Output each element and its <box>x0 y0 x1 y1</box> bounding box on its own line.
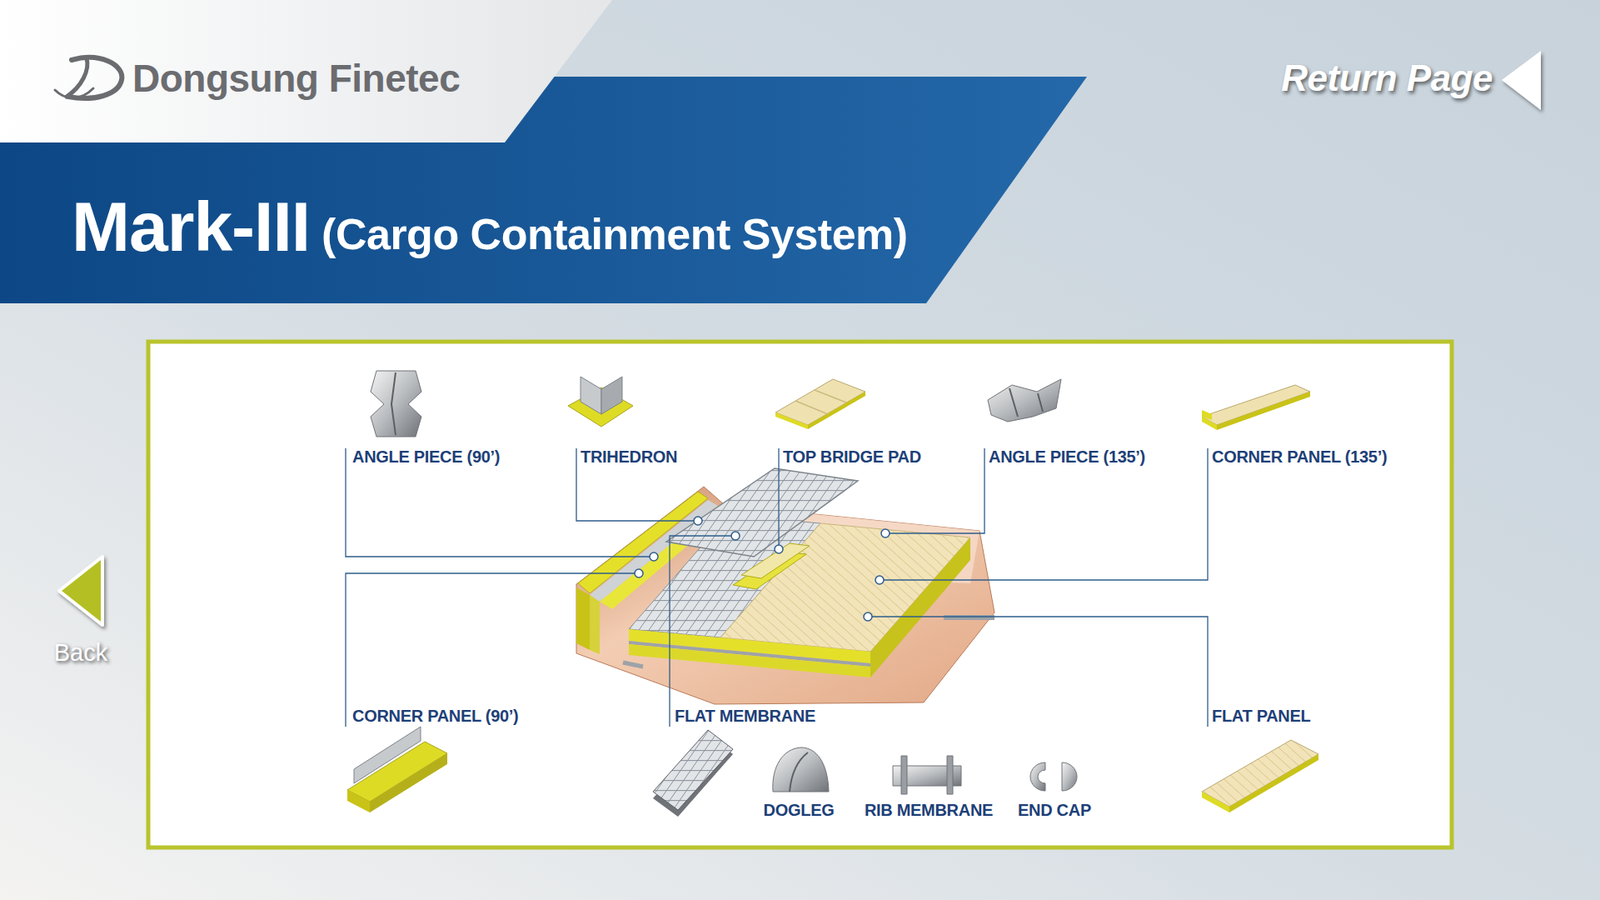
logo-mark <box>54 88 94 99</box>
logo-mark <box>68 57 122 99</box>
angle-piece-90-icon <box>370 370 422 437</box>
logo-panel <box>0 0 613 143</box>
leader-dot <box>875 575 884 584</box>
leader-dot <box>774 544 783 554</box>
logo-mark <box>54 57 122 99</box>
dogleg-icon <box>789 752 808 792</box>
top-bridge-pad-icon <box>795 389 847 414</box>
return-arrow <box>1501 50 1541 110</box>
tank-cutaway-illustration <box>628 643 871 678</box>
tank-cutaway-illustration <box>623 662 643 667</box>
part-label: DOGLEG <box>763 800 835 820</box>
top-bridge-pad-icon <box>775 378 866 429</box>
trihedron-icon <box>601 376 623 414</box>
flat-panel-icon <box>1229 753 1319 813</box>
leader-line <box>777 448 779 549</box>
corner-panel-135-icon <box>1201 384 1311 425</box>
part-label: RIB MEMBRANE <box>864 800 993 820</box>
leader-dot <box>863 612 873 621</box>
rib-membrane-icon <box>947 755 953 794</box>
part-label: FLAT MEMBRANE <box>674 706 816 726</box>
leader-line <box>879 448 1208 580</box>
part-label: ANGLE PIECE (90’) <box>352 447 500 467</box>
part-label: ANGLE PIECE (135’) <box>988 447 1146 467</box>
company-logo-text: Dongsung Finetec <box>132 56 460 101</box>
nav-button-text: Back <box>54 638 108 667</box>
leader-dot <box>634 568 643 578</box>
leader-dot <box>731 531 740 540</box>
corner-panel-90-icon <box>347 726 448 813</box>
page-title: Mark-III <box>71 186 310 268</box>
part-label: CORNER PANEL (135’) <box>1211 447 1387 467</box>
rib-membrane-icon <box>901 755 908 794</box>
back-arrow <box>59 556 103 625</box>
angle-piece-135-icon <box>1009 388 1043 417</box>
logo-mark <box>66 58 88 97</box>
leader-dot <box>634 516 890 621</box>
part-label: FLAT PANEL <box>1211 706 1311 726</box>
angle-piece-135-icon <box>987 378 1062 422</box>
corner-panel-135-icon <box>1201 409 1212 420</box>
part-label: CORNER PANEL (90’) <box>352 706 519 726</box>
tank-cutaway-illustration <box>576 587 590 650</box>
corner-panel-90-icon <box>347 789 370 813</box>
angle-piece-135-icon <box>987 378 1062 422</box>
corner-panel-135-icon <box>1216 391 1311 430</box>
leader-line <box>345 573 639 727</box>
page-subtitle: (Cargo Containment System) <box>321 209 908 260</box>
flat-membrane-icon <box>652 729 733 810</box>
end-cap-icon <box>1030 762 1046 791</box>
top-bridge-pad-icon <box>807 391 866 429</box>
leader-dot <box>649 552 658 561</box>
trihedron-icon <box>580 376 602 414</box>
flat-membrane-icon <box>652 729 733 817</box>
corner-panel-135-icon <box>1201 384 1311 430</box>
tank-cutaway-illustration <box>870 537 971 678</box>
part-label: TOP BRIDGE PAD <box>782 447 922 467</box>
leader-line <box>867 616 1208 727</box>
tank-cutaway-illustration <box>666 468 858 557</box>
end-cap-icon <box>1061 762 1077 791</box>
top-bridge-pad-icon <box>775 412 808 429</box>
part-label: END CAP <box>1017 800 1092 820</box>
leader-line <box>345 448 1208 727</box>
leader-dot <box>881 528 890 538</box>
flat-panel-icon <box>1201 791 1230 813</box>
flat-panel-icon <box>1201 739 1319 807</box>
diagram-frame <box>148 341 1452 848</box>
leader-dot <box>693 516 703 525</box>
tank-cutaway-illustration <box>589 594 600 654</box>
leader-line <box>669 535 736 727</box>
trihedron-icon <box>568 376 634 427</box>
nav-button-text: Return Page <box>1280 57 1493 100</box>
end-cap-icon <box>1030 762 1077 791</box>
corner-panel-90-icon <box>369 752 448 813</box>
dogleg-icon <box>772 747 829 792</box>
part-thumbnails <box>347 370 1319 817</box>
dogleg-icon <box>772 747 829 792</box>
angle-piece-90-icon <box>370 370 422 437</box>
tank-cutaway-illustration <box>943 614 995 620</box>
rib-membrane-icon <box>892 755 962 794</box>
flat-panel-icon <box>1201 739 1319 813</box>
angle-piece-90-icon <box>391 372 396 435</box>
tank-cutaway-illustration <box>576 468 995 704</box>
part-label: TRIHEDRON <box>580 447 678 467</box>
